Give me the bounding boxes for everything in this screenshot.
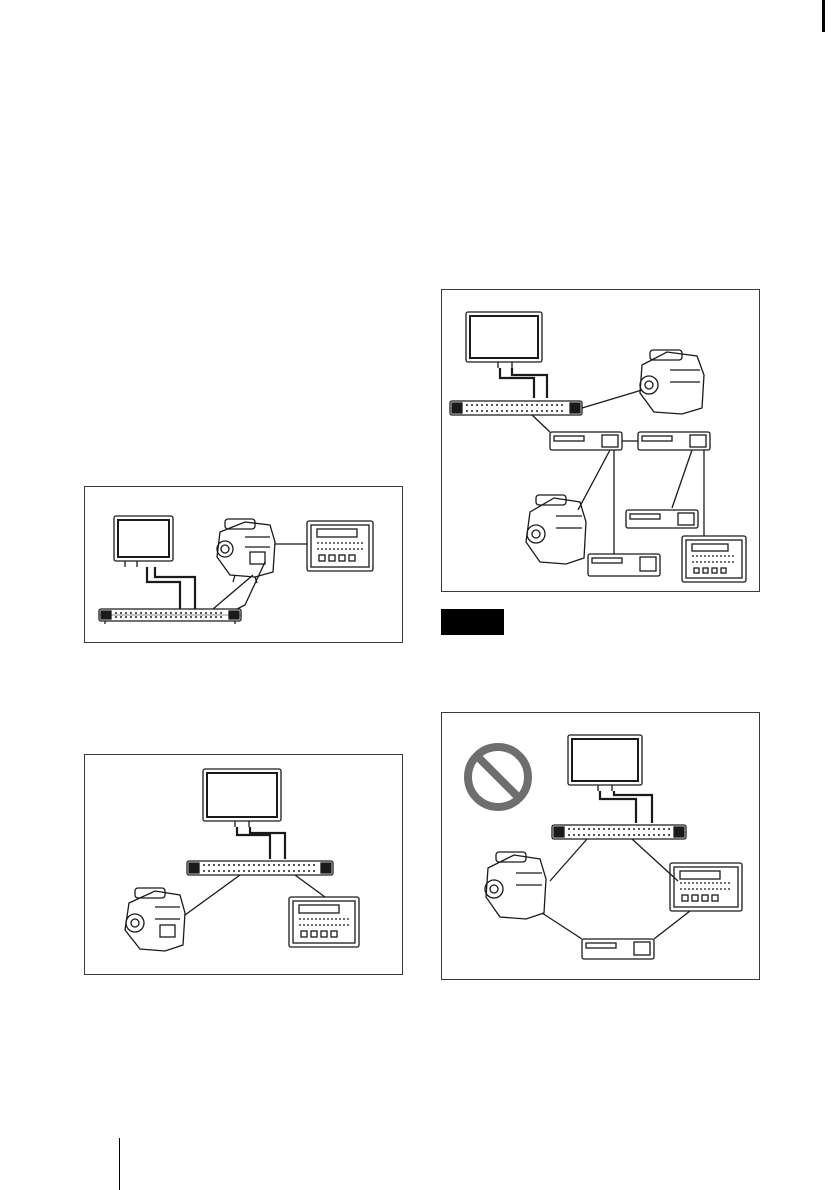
monitor-icon — [114, 516, 173, 567]
prohibited-icon — [468, 747, 528, 807]
vtr-icon — [670, 863, 742, 911]
figure-single-camera-connection — [84, 486, 403, 643]
camera-icon — [485, 852, 546, 919]
figure-multiple-device-connection — [441, 289, 760, 592]
switcher-icon — [450, 401, 582, 415]
chapter-edge-mark — [822, 0, 825, 32]
switcher-icon — [99, 609, 241, 624]
vtr-icon — [307, 521, 373, 571]
deck-icon — [626, 510, 698, 528]
camera-icon — [526, 495, 586, 564]
switcher-icon — [187, 861, 333, 875]
deck-icon — [582, 939, 654, 959]
note-badge — [441, 609, 504, 635]
footer-rule — [119, 1138, 120, 1190]
monitor-icon — [466, 312, 542, 368]
switcher-icon — [552, 825, 686, 839]
monitor-icon — [568, 735, 642, 791]
camera-icon — [640, 350, 704, 414]
camera-icon — [125, 888, 185, 951]
vtr-icon — [682, 536, 746, 582]
deck-icon — [550, 432, 622, 450]
monitor-icon — [203, 769, 281, 827]
figure-switcher-camera-vtr — [84, 754, 403, 975]
deck-icon — [588, 554, 660, 576]
camera-icon — [217, 519, 275, 583]
vtr-icon — [289, 897, 359, 947]
deck-icon — [638, 432, 710, 450]
figure-prohibited-loop-connection — [441, 712, 760, 980]
